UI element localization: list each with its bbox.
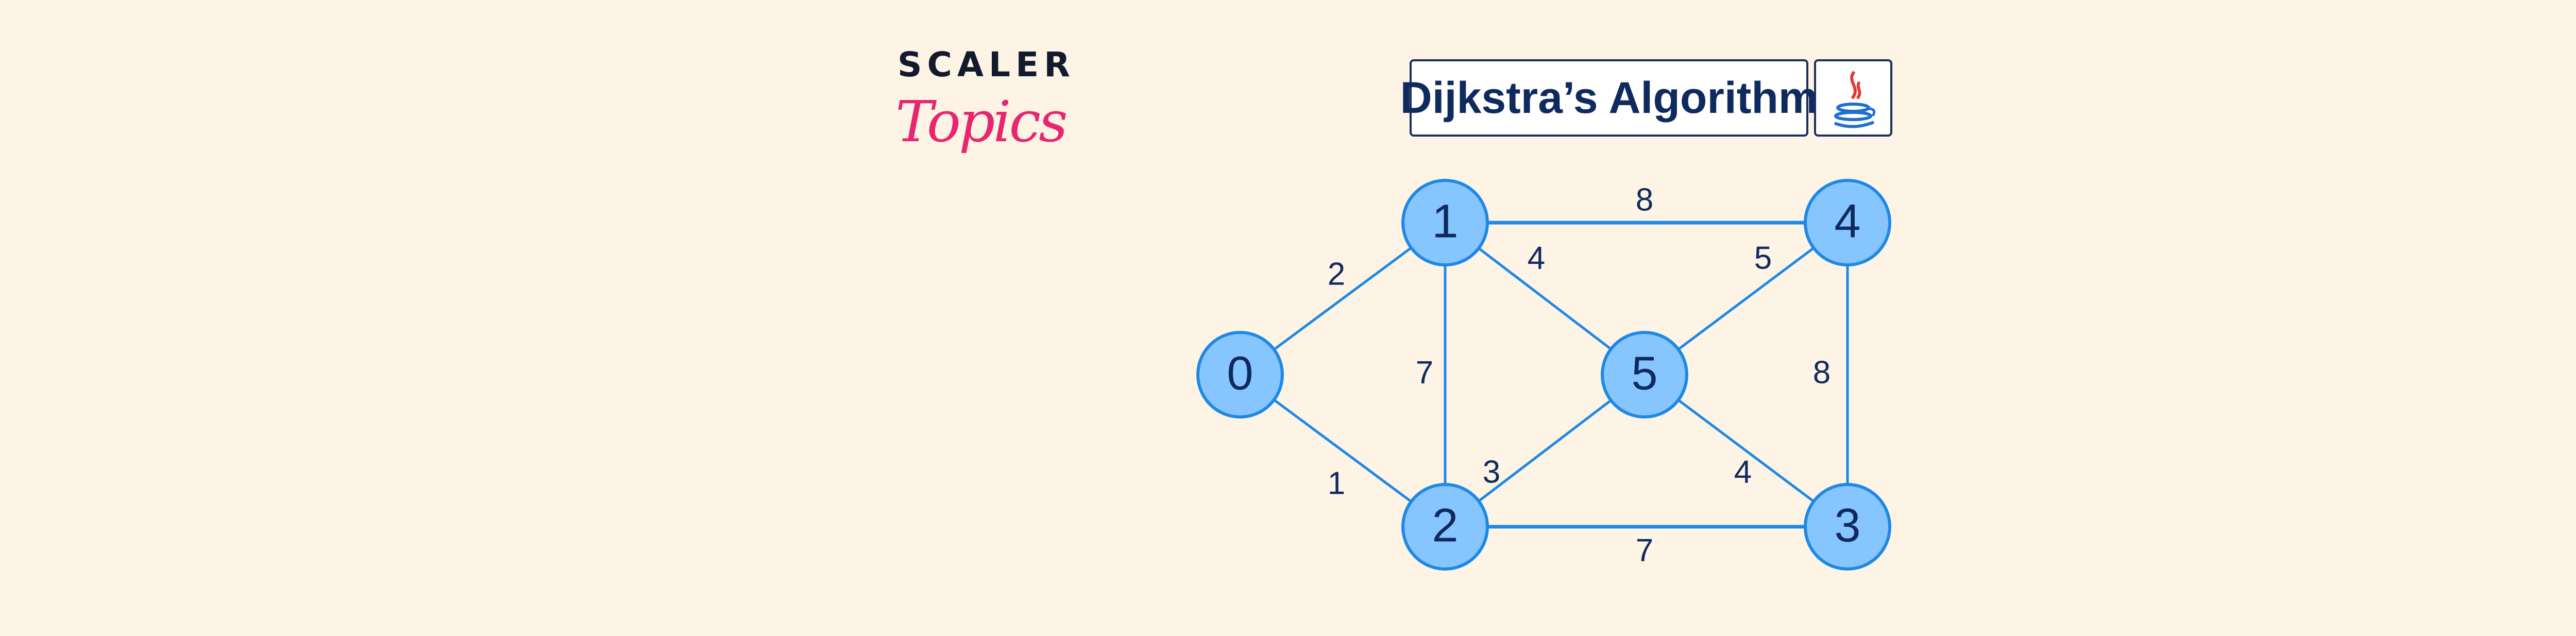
node-label: 0	[1227, 347, 1253, 399]
edge-weight-label: 4	[1734, 454, 1752, 490]
node-1	[1401, 179, 1489, 266]
page-title: Dijkstra’s Algorithm	[1400, 73, 1818, 123]
logo-scaler-text: SCALER	[897, 45, 1076, 85]
node-5	[1601, 331, 1688, 419]
edge-weight-label: 8	[1813, 355, 1831, 390]
logo-topics-text: Topics	[895, 89, 1068, 155]
node-3	[1804, 483, 1891, 571]
java-icon-box	[1814, 59, 1892, 137]
edge-weight-label: 3	[1483, 454, 1500, 490]
node-label: 2	[1432, 499, 1458, 551]
node-2	[1401, 483, 1489, 571]
java-coffee-cup-icon	[1834, 71, 1876, 128]
node-label: 5	[1631, 347, 1657, 399]
edge-weight-label: 5	[1754, 240, 1772, 276]
edge-weight-label: 7	[1416, 355, 1433, 390]
node-label: 1	[1432, 195, 1458, 247]
edge-weight-label: 2	[1328, 256, 1345, 292]
node-4	[1804, 179, 1891, 266]
node-0	[1196, 331, 1284, 419]
node-label: 4	[1834, 195, 1860, 247]
node-label: 3	[1834, 499, 1860, 551]
edge-weight-label: 4	[1528, 240, 1545, 276]
edge-weight-label: 7	[1636, 532, 1653, 568]
edge-weight-label: 1	[1328, 465, 1345, 501]
edge-weight-label: 8	[1636, 182, 1653, 217]
title-box: Dijkstra’s Algorithm	[1400, 59, 1818, 137]
